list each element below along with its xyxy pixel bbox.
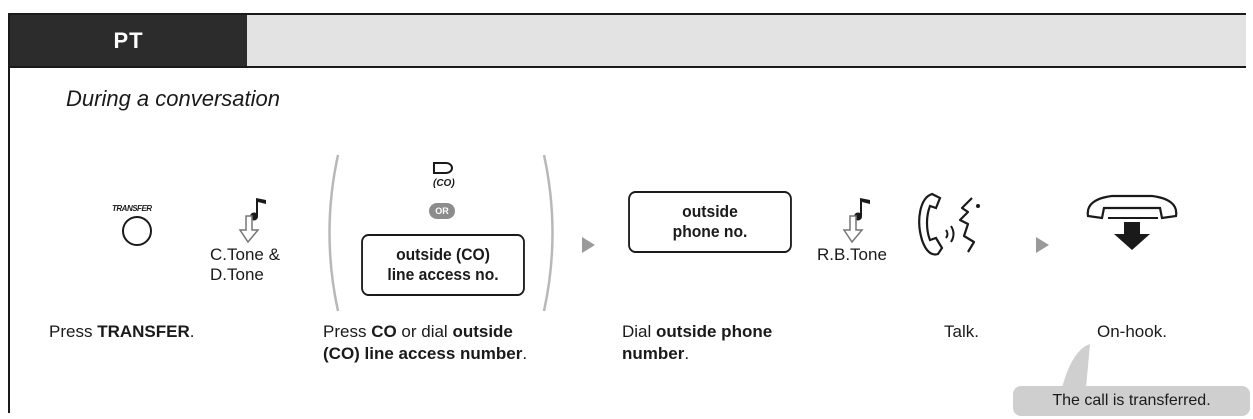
callout-tail [1062,344,1090,388]
note-icon [250,198,266,221]
pt-tab: PT [10,15,247,66]
or-badge: OR [429,203,455,219]
step-desc-talk: Talk. [944,322,979,341]
step-desc-dial: Dial outside phone number. [622,322,773,363]
step-desc-transfer: Press TRANSFER. [49,322,195,341]
flow-arrow-2 [1036,237,1049,253]
transfer-note-bubble: The call is transferred. [1013,386,1250,416]
down-arrow-icon [238,215,260,244]
tone-label-2: R.B.Tone [817,245,887,264]
co-button-icon [433,162,453,174]
transfer-key-icon [122,216,152,246]
talk-icon [918,192,980,256]
subtitle: During a conversation [66,86,281,111]
down-arrow-icon [842,215,864,244]
right-paren [542,154,554,312]
tone-label-1: C.Tone & D.Tone [210,245,280,284]
step-desc-co: Press CO or dial outside (CO) line acces… [323,322,528,363]
transfer-key-caption: TRANSFER [112,204,152,213]
on-hook-icon [1086,194,1178,250]
co-access-box: outside (CO) line access no. [361,234,525,296]
outside-phone-box: outside phone no. [628,191,792,253]
left-paren [328,154,340,312]
co-caption: (CO) [433,178,455,189]
flow-arrow-1 [582,237,595,253]
note-icon [854,198,870,221]
step-desc-on-hook: On-hook. [1097,322,1167,341]
